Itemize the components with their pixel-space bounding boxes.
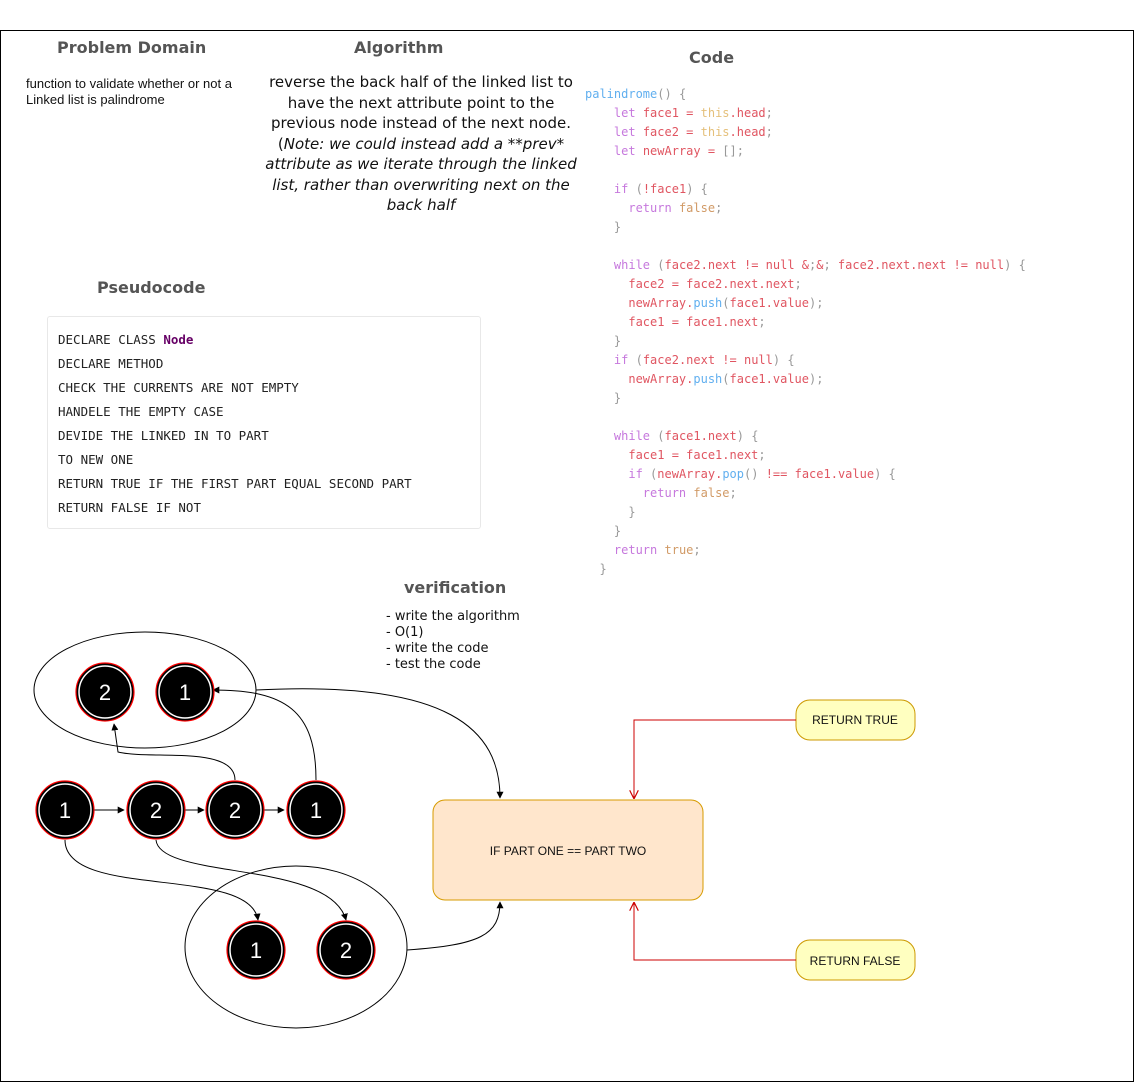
- algorithm-heading: Algorithm: [354, 38, 444, 57]
- return-false-box: RETURN FALSE: [795, 939, 916, 981]
- pseudocode-line-text: RETURN TRUE IF THE FIRST PART EQUAL SECO…: [58, 476, 412, 491]
- code-line: face2 = face2.next.next;: [585, 277, 802, 291]
- problem-domain-text: function to validate whether or not a Li…: [26, 76, 232, 107]
- pseudocode-class-name: Node: [163, 332, 194, 347]
- pseudocode-line-text: HANDELE THE EMPTY CASE: [58, 404, 224, 419]
- link-to-bottom-2: [155, 839, 348, 921]
- node-bottom-2: 2: [316, 920, 376, 980]
- verification-item: - write the algorithm: [386, 609, 520, 624]
- connector-lines: [64, 686, 504, 951]
- code-line: return true;: [613, 543, 701, 557]
- pseudocode-line-text: TO NEW ONE: [58, 452, 134, 467]
- pseudocode-line: DECLARE CLASS Node: [58, 328, 470, 352]
- node-bottom-2-label: 2: [340, 938, 352, 963]
- code-block: palindrome() { let face1 = this.head; le…: [585, 85, 1026, 579]
- pseudocode-line-text: CHECK THE CURRENTS ARE NOT EMPTY: [58, 380, 299, 395]
- code-line: }: [628, 505, 636, 519]
- return-true-label: RETURN TRUE: [812, 713, 898, 727]
- pseudocode-line: CHECK THE CURRENTS ARE NOT EMPTY: [58, 376, 470, 400]
- decision-label: IF PART ONE == PART TWO: [490, 844, 647, 858]
- code-line: let newArray = [];: [613, 144, 744, 158]
- verification-list: - write the algorithm- O(1)- write the c…: [386, 609, 520, 673]
- pseudocode-line-text: DECLARE CLASS: [58, 332, 164, 347]
- pseudocode-line: TO NEW ONE: [58, 448, 470, 472]
- node-bottom-1-label: 1: [250, 938, 262, 963]
- code-line: }: [613, 220, 622, 234]
- node-top-2: 2: [75, 662, 135, 722]
- code-line: }: [599, 562, 607, 576]
- node-bottom-1: 1: [226, 920, 286, 980]
- pseudocode-line-text: RETURN FALSE IF NOT: [58, 500, 201, 515]
- top-to-decision: [255, 688, 504, 799]
- problem-domain-heading: Problem Domain: [57, 38, 207, 57]
- code-line: }: [613, 334, 622, 348]
- algorithm-text-normal: reverse the back half of the linked list…: [269, 73, 573, 153]
- code-line: }: [613, 391, 622, 405]
- code-heading: Code: [689, 48, 735, 67]
- link-to-top-2: [111, 723, 236, 781]
- bottom-to-decision: [406, 901, 504, 951]
- code-line: }: [613, 524, 622, 538]
- node-list-4: 1: [286, 780, 346, 840]
- code-line: while (face1.next) {: [613, 429, 759, 443]
- pseudocode-line-text: DEVIDE THE LINKED IN TO PART: [58, 428, 269, 443]
- code-line: palindrome() {: [585, 87, 687, 101]
- return-false-label: RETURN FALSE: [810, 954, 901, 968]
- return-true-box: RETURN TRUE: [795, 699, 916, 741]
- verification-heading: verification: [404, 578, 507, 597]
- node-list-3-label: 2: [229, 798, 241, 823]
- bottom-group-ellipse: [184, 865, 408, 1029]
- true-to-decision-arrow: [634, 719, 796, 798]
- pseudocode-line: HANDELE THE EMPTY CASE: [58, 400, 470, 424]
- pseudocode-heading: Pseudocode: [97, 278, 206, 297]
- verification-item: - write the code: [386, 641, 489, 656]
- code-line: if (newArray.pop() !== face1.value) {: [628, 467, 896, 481]
- node-list-2-label: 2: [150, 798, 162, 823]
- pseudocode-line: RETURN TRUE IF THE FIRST PART EQUAL SECO…: [58, 472, 470, 496]
- code-line: face1 = face1.next;: [585, 448, 766, 462]
- node-top-1-label: 1: [179, 680, 191, 705]
- code-line: newArray.push(face1.value);: [585, 296, 824, 310]
- code-line: newArray.push(face1.value);: [585, 372, 824, 386]
- pseudocode-line: DEVIDE THE LINKED IN TO PART: [58, 424, 470, 448]
- link-to-bottom-1: [64, 839, 261, 921]
- code-line: let face2 = this.head;: [613, 125, 773, 139]
- node-list-4-label: 1: [310, 798, 322, 823]
- code-line: if (!face1) {: [613, 182, 708, 196]
- pseudocode-line-text: DECLARE METHOD: [58, 356, 164, 371]
- node-top-1: 1: [155, 662, 215, 722]
- verification-item: - O(1): [386, 625, 424, 640]
- link-to-top-1: [212, 686, 317, 781]
- code-line: while (face2.next != null &;&; face2.nex…: [613, 258, 1026, 272]
- code-line: return false;: [642, 486, 737, 500]
- code-line: return false;: [628, 201, 723, 215]
- pseudocode-line: DECLARE METHOD: [58, 352, 470, 376]
- verification-item: - test the code: [386, 657, 481, 672]
- pseudocode-line: RETURN FALSE IF NOT: [58, 496, 470, 520]
- diagram-frame: [0, 30, 1134, 1082]
- node-list-2: 2: [126, 780, 186, 840]
- code-line: if (face2.next != null) {: [613, 353, 795, 367]
- algorithm-text: reverse the back half of the linked list…: [262, 72, 580, 216]
- code-line: let face1 = this.head;: [613, 106, 773, 120]
- code-line: face1 = face1.next;: [585, 315, 766, 329]
- decision-box: IF PART ONE == PART TWO: [432, 799, 704, 901]
- node-top-2-label: 2: [99, 680, 111, 705]
- node-list-1-label: 1: [59, 798, 71, 823]
- algorithm-text-note: Note: we could instead add a **prev* att…: [265, 134, 577, 215]
- node-list-1: 1: [35, 780, 95, 840]
- false-to-decision-arrow: [634, 903, 796, 961]
- node-list-3: 2: [205, 780, 265, 840]
